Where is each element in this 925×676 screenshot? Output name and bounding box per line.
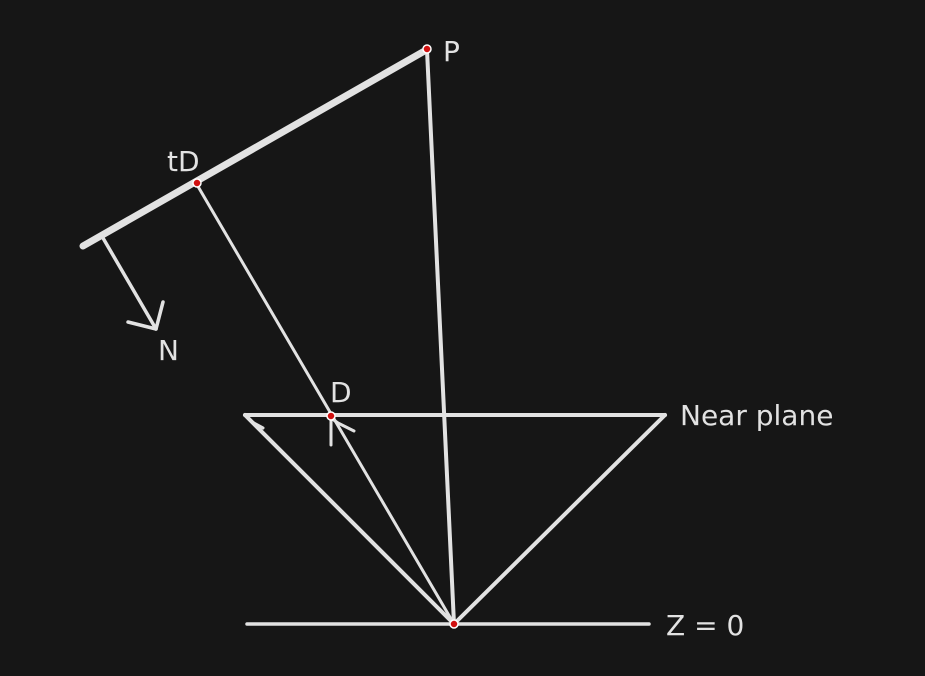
- point-td: [192, 178, 202, 188]
- frustum-left-notch: [250, 420, 265, 430]
- normal-arrowhead: [126, 300, 165, 331]
- label-d: D: [330, 376, 352, 409]
- point-p: [422, 44, 432, 54]
- frustum-left-edge: [243, 413, 456, 626]
- label-z0: Z = 0: [666, 609, 744, 642]
- tilted-plane: [79, 45, 432, 250]
- d-arrowhead: [329, 416, 356, 433]
- point-d: [326, 411, 336, 421]
- points: [192, 44, 459, 629]
- ray-origin-to-td: [194, 181, 456, 626]
- ray-p-to-origin: [425, 48, 456, 626]
- normal-vector: [101, 236, 158, 331]
- point-origin: [449, 619, 459, 629]
- label-n: N: [158, 334, 179, 367]
- label-near-plane: Near plane: [680, 399, 833, 432]
- frustum-right-edge: [452, 413, 667, 626]
- label-td: tD: [167, 145, 200, 178]
- label-p: P: [443, 35, 460, 68]
